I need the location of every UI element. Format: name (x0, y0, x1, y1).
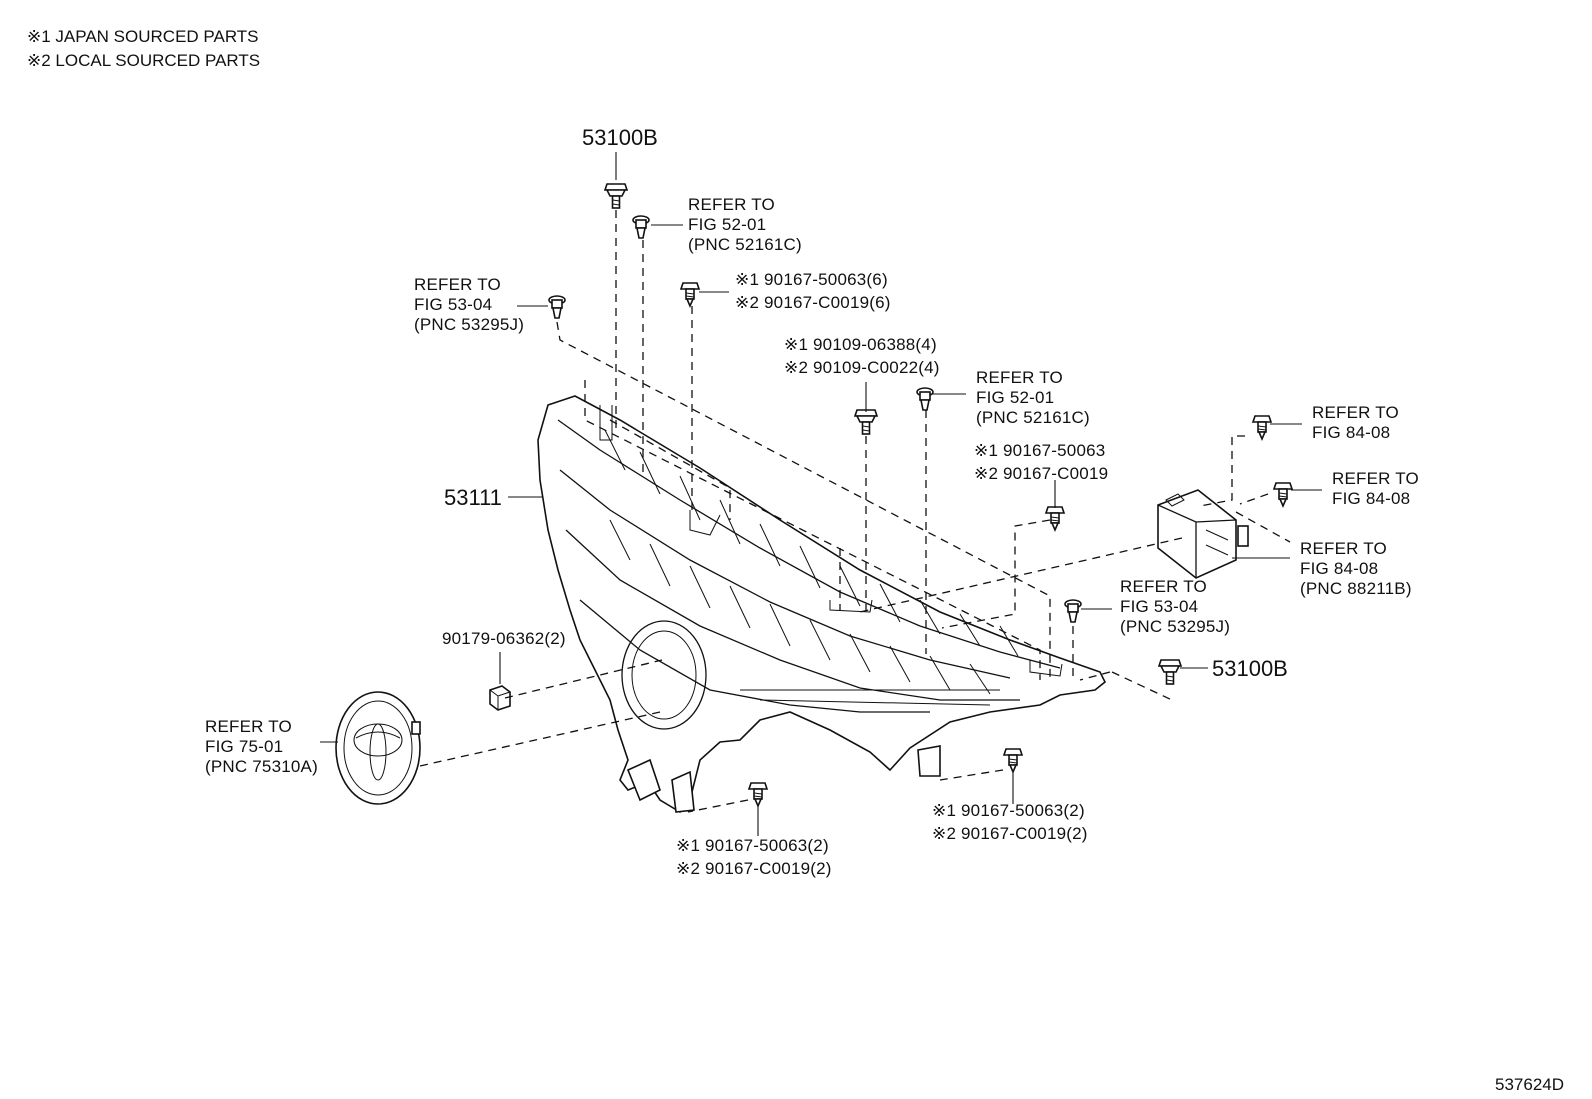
screw-90167-bottom-left-icon (748, 782, 768, 807)
svg-text:(PNC 88211B): (PNC 88211B) (1300, 579, 1412, 598)
bolt-90109-icon (854, 409, 878, 435)
svg-text:※1 90167-50063(6): ※1 90167-50063(6) (735, 270, 888, 289)
callout-screw-top: ※1 90167-50063(6) ※2 90167-C0019(6) (735, 270, 891, 312)
svg-text:REFER TO: REFER TO (1120, 577, 1207, 596)
svg-text:※2 90167-C0019(2): ※2 90167-C0019(2) (676, 859, 832, 878)
callout-ref-84-08-c: REFER TO FIG 84-08 (PNC 88211B) (1300, 539, 1412, 598)
callout-screw-mid: ※1 90167-50063 ※2 90167-C0019 (974, 441, 1108, 483)
screw-90167-top-icon (680, 282, 700, 307)
svg-text:※2 90109-C0022(4): ※2 90109-C0022(4) (784, 358, 940, 377)
clip-52161c-center-icon (916, 387, 934, 411)
svg-text:REFER TO: REFER TO (1332, 469, 1419, 488)
screw-848-a-icon (1252, 415, 1272, 440)
emblem-part (335, 691, 421, 805)
screw-90167-bottom-right-icon (1003, 748, 1023, 773)
svg-text:(PNC 52161C): (PNC 52161C) (688, 235, 802, 254)
svg-text:REFER TO: REFER TO (976, 368, 1063, 387)
callout-ref-53-04-left: REFER TO FIG 53-04 (PNC 53295J) (414, 275, 524, 334)
bolt-53100b-top-icon (604, 183, 628, 209)
callout-53100b-right: 53100B (1212, 656, 1288, 681)
svg-text:※2 90167-C0019(2): ※2 90167-C0019(2) (932, 824, 1088, 843)
callout-screw-bottom-left: ※1 90167-50063(2) ※2 90167-C0019(2) (676, 836, 832, 878)
svg-text:※2 90167-C0019: ※2 90167-C0019 (974, 464, 1108, 483)
svg-text:FIG 84-08: FIG 84-08 (1332, 489, 1410, 508)
svg-text:FIG 52-01: FIG 52-01 (976, 388, 1054, 407)
svg-text:REFER TO: REFER TO (1312, 403, 1399, 422)
radiator-grille-53111 (537, 395, 1107, 814)
svg-text:REFER TO: REFER TO (414, 275, 501, 294)
callout-ref-84-08-b: REFER TO FIG 84-08 (1332, 469, 1419, 508)
svg-text:REFER TO: REFER TO (1300, 539, 1387, 558)
bolt-53100b-right-icon (1158, 659, 1182, 685)
callout-bolt-center: ※1 90109-06388(4) ※2 90109-C0022(4) (784, 335, 940, 377)
screw-90167-mid-icon (1045, 506, 1065, 531)
clip-53295j-left-icon (548, 295, 566, 319)
screw-848-b-icon (1273, 482, 1293, 507)
svg-text:※1 90167-50063(2): ※1 90167-50063(2) (676, 836, 829, 855)
svg-text:※1 90167-50063(2): ※1 90167-50063(2) (932, 801, 1085, 820)
callout-nut-90179: 90179-06362(2) (442, 629, 566, 648)
svg-text:(PNC 53295J): (PNC 53295J) (414, 315, 524, 334)
svg-text:(PNC 52161C): (PNC 52161C) (976, 408, 1090, 427)
svg-text:※1 90109-06388(4): ※1 90109-06388(4) (784, 335, 937, 354)
svg-text:FIG 84-08: FIG 84-08 (1312, 423, 1390, 442)
callout-ref-52-01-top: REFER TO FIG 52-01 (PNC 52161C) (688, 195, 802, 254)
clip-52161c-top-icon (632, 215, 650, 239)
callout-screw-bottom-right: ※1 90167-50063(2) ※2 90167-C0019(2) (932, 801, 1088, 843)
svg-text:FIG 52-01: FIG 52-01 (688, 215, 766, 234)
callout-53100b-top: 53100B (582, 125, 658, 150)
clip-53295j-right-icon (1064, 599, 1082, 623)
svg-text:※2 90167-C0019(6): ※2 90167-C0019(6) (735, 293, 891, 312)
callout-ref-75-01-emblem: REFER TO FIG 75-01 (PNC 75310A) (205, 717, 318, 776)
svg-text:FIG 53-04: FIG 53-04 (414, 295, 492, 314)
callout-ref-53-04-right: REFER TO FIG 53-04 (PNC 53295J) (1120, 577, 1230, 636)
callout-ref-84-08-a: REFER TO FIG 84-08 (1312, 403, 1399, 442)
svg-text:FIG 84-08: FIG 84-08 (1300, 559, 1378, 578)
svg-text:REFER TO: REFER TO (688, 195, 775, 214)
svg-text:(PNC 53295J): (PNC 53295J) (1120, 617, 1230, 636)
nut-90179-icon (489, 685, 511, 711)
figure-id: 537624D (1495, 1075, 1564, 1094)
callout-ref-52-01-center: REFER TO FIG 52-01 (PNC 52161C) (976, 368, 1090, 427)
svg-text:FIG 75-01: FIG 75-01 (205, 737, 283, 756)
assembly-lines (419, 210, 1291, 813)
radar-sensor-part (1157, 489, 1249, 579)
svg-text:FIG 53-04: FIG 53-04 (1120, 597, 1198, 616)
callout-53111-grille: 53111 (444, 485, 502, 510)
svg-text:(PNC 75310A): (PNC 75310A) (205, 757, 318, 776)
svg-text:※1 90167-50063: ※1 90167-50063 (974, 441, 1105, 460)
legend-japan-sourced: ※1 JAPAN SOURCED PARTS (27, 27, 259, 46)
svg-text:REFER TO: REFER TO (205, 717, 292, 736)
legend-local-sourced: ※2 LOCAL SOURCED PARTS (27, 51, 260, 70)
leader-lines (320, 152, 1322, 836)
